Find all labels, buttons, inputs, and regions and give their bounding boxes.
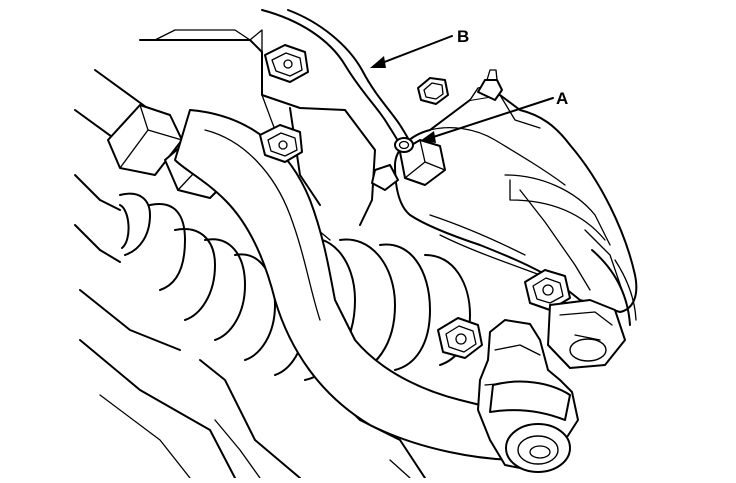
brake-rotor [591,249,637,326]
callout-a-leader [420,97,554,143]
upper-knuckle-bolt [264,44,309,83]
knuckle-center-bolt [437,317,483,359]
drive-shaft [74,69,236,479]
brake-hose [261,9,411,146]
caliper-mounting-bolt [524,269,571,311]
banjo-bolt [394,137,446,186]
callout-a-label: A [556,89,568,108]
caliper-bracket [547,299,626,369]
caliper-upper-bolt [417,77,449,105]
brake-caliper [371,69,638,313]
cv-joint-boot [119,192,471,381]
control-arm [174,109,561,461]
callout-b-label: B [457,27,469,46]
ball-joint [477,319,579,473]
lower-knuckle-bolt [259,124,303,163]
callout-b-leader [370,35,453,68]
